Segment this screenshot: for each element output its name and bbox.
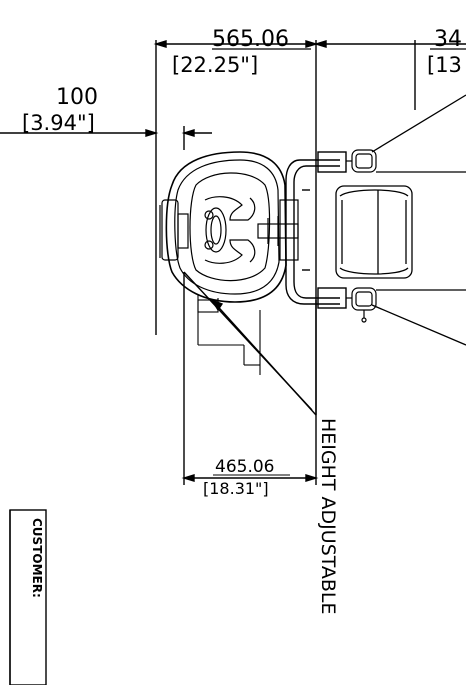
height-adjustable-leaders bbox=[183, 271, 317, 416]
offset-mm-label: 100 bbox=[56, 85, 98, 110]
title-block bbox=[9, 509, 47, 685]
dimension-base-width bbox=[181, 272, 319, 485]
height-adjustable-note: HEIGHT ADJUSTABLE bbox=[317, 418, 339, 615]
overall-width-mm-label: 565.06 bbox=[212, 27, 289, 52]
leader-lines-right bbox=[371, 94, 466, 346]
base-width-mm-label: 465.06 bbox=[215, 457, 274, 477]
wheel-top bbox=[346, 149, 377, 173]
overall-width-in-label: [22.25"] bbox=[172, 53, 258, 77]
dimension-offset bbox=[0, 126, 212, 150]
right-partial-mm-label: 34 bbox=[434, 27, 462, 52]
chair-top-view bbox=[159, 151, 299, 303]
handlebar-frame bbox=[285, 151, 347, 309]
chair-base bbox=[197, 295, 261, 375]
wheel-bottom bbox=[346, 287, 377, 323]
right-partial-in-label: [13 bbox=[427, 53, 462, 77]
footrest-pad bbox=[335, 185, 413, 279]
base-width-in-label: [18.31"] bbox=[203, 479, 269, 498]
customer-label: CUSTOMER: bbox=[30, 518, 44, 598]
offset-in-label: [3.94"] bbox=[22, 111, 95, 135]
dimension-overall-width bbox=[153, 40, 319, 415]
dimension-right-partial bbox=[313, 40, 466, 110]
